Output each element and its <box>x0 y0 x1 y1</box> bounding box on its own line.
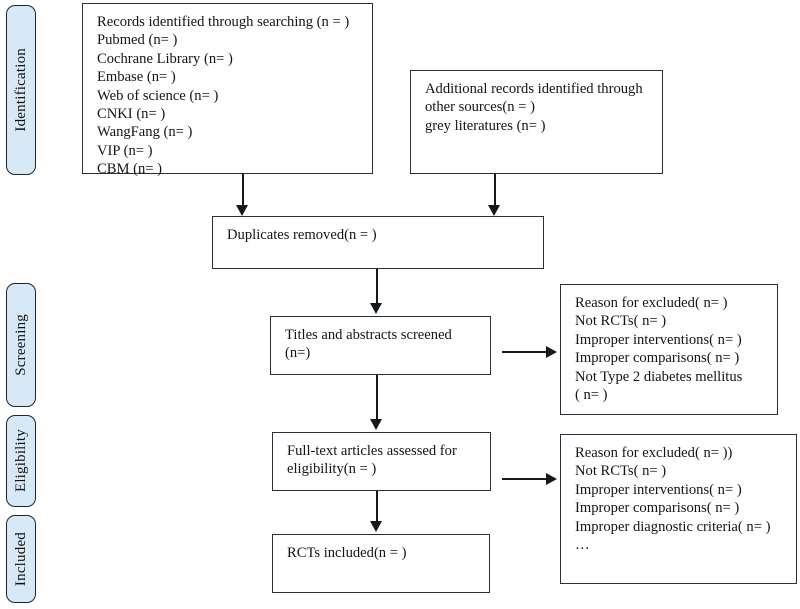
connector-records-to-duplicates <box>242 174 245 207</box>
stage-label-eligibility: Eligibility <box>12 429 29 493</box>
records-identified-line-1: Records identified through searching (n … <box>97 14 350 30</box>
stage-pill-identification: Identification <box>6 5 36 175</box>
records-identified-line-6: CNKI (n= ) <box>97 106 166 123</box>
records-identified-line-2: Pubmed (n= ) <box>97 32 178 49</box>
additional-records-line-3: grey literatures (n= ) <box>425 117 546 134</box>
arrowhead-titles-to-excluded-icon <box>546 346 557 358</box>
stage-label-included: Included <box>12 531 29 587</box>
titles-screened-line-1: Titles and abstracts screened <box>285 327 452 343</box>
box-eligibility-excluded: Reason for excluded( n= )) Not RCTs( n= … <box>560 434 797 584</box>
rcts-included-line-1: RCTs included(n = ) <box>287 545 407 561</box>
additional-records-line-2: other sources(n = ) <box>425 99 535 116</box>
stage-pill-included: Included <box>6 515 36 603</box>
additional-records-line-1: Additional records identified through <box>425 81 643 97</box>
duplicates-removed-line-1: Duplicates removed(n = ) <box>227 227 377 243</box>
eligibility-excluded-line-1: Reason for excluded( n= )) <box>575 445 733 461</box>
connector-fulltext-to-rcts <box>376 491 379 523</box>
records-identified-line-8: VIP (n= ) <box>97 142 153 159</box>
records-identified-line-5: Web of science (n= ) <box>97 87 219 104</box>
connector-titles-to-fulltext <box>376 375 379 420</box>
connector-titles-to-excluded <box>502 351 548 354</box>
eligibility-excluded-line-3: Improper interventions( n= ) <box>575 481 742 498</box>
box-duplicates-removed: Duplicates removed(n = ) <box>212 216 544 269</box>
screening-excluded-line-4: Improper comparisons( n= ) <box>575 350 740 367</box>
box-screening-excluded: Reason for excluded( n= ) Not RCTs( n= )… <box>560 284 778 415</box>
records-identified-line-7: WangFang (n= ) <box>97 124 193 141</box>
arrowhead-additional-to-duplicates-icon <box>488 205 500 216</box>
eligibility-excluded-line-6: … <box>575 537 590 554</box>
stage-label-screening: Screening <box>12 314 29 376</box>
eligibility-excluded-line-2: Not RCTs( n= ) <box>575 463 667 480</box>
records-identified-line-3: Cochrane Library (n= ) <box>97 50 233 67</box>
screening-excluded-line-1: Reason for excluded( n= ) <box>575 295 728 311</box>
arrowhead-duplicates-to-titles-icon <box>370 303 382 314</box>
box-records-identified: Records identified through searching (n … <box>82 3 373 177</box>
fulltext-assessed-line-2: eligibility(n = ) <box>287 461 377 478</box>
connector-duplicates-to-titles <box>376 269 379 304</box>
arrowhead-fulltext-to-excluded-icon <box>546 473 557 485</box>
eligibility-excluded-line-4: Improper comparisons( n= ) <box>575 500 740 517</box>
box-additional-records: Additional records identified through ot… <box>410 70 663 174</box>
stage-label-identification: Identification <box>12 48 29 132</box>
screening-excluded-line-2: Not RCTs( n= ) <box>575 313 667 330</box>
stage-pill-eligibility: Eligibility <box>6 415 36 507</box>
connector-additional-to-duplicates <box>494 174 497 207</box>
records-identified-line-4: Embase (n= ) <box>97 69 176 86</box>
connector-fulltext-to-excluded <box>502 478 548 481</box>
eligibility-excluded-line-5: Improper diagnostic criteria( n= ) <box>575 518 771 535</box>
screening-excluded-line-6: ( n= ) <box>575 387 608 404</box>
box-fulltext-assessed: Full-text articles assessed for eligibil… <box>272 432 491 491</box>
box-titles-screened: Titles and abstracts screened (n=) <box>270 316 491 375</box>
screening-excluded-line-3: Improper interventions( n= ) <box>575 331 742 348</box>
box-rcts-included: RCTs included(n = ) <box>272 534 490 593</box>
titles-screened-line-2: (n=) <box>285 345 311 362</box>
fulltext-assessed-line-1: Full-text articles assessed for <box>287 443 457 459</box>
stage-pill-screening: Screening <box>6 283 36 407</box>
arrowhead-titles-to-fulltext-icon <box>370 419 382 430</box>
arrowhead-records-to-duplicates-icon <box>236 205 248 216</box>
screening-excluded-line-5: Not Type 2 diabetes mellitus <box>575 368 743 385</box>
arrowhead-fulltext-to-rcts-icon <box>370 521 382 532</box>
records-identified-line-9: CBM (n= ) <box>97 161 162 178</box>
